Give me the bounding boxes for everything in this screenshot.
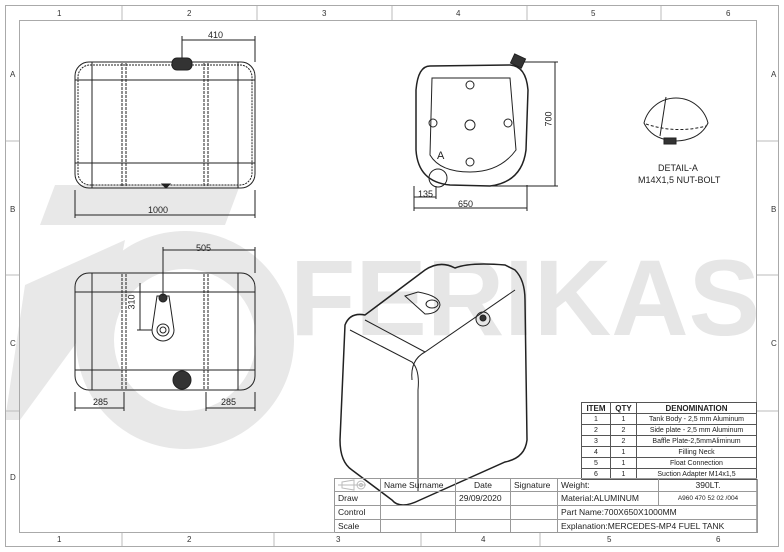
dim-neck-offset: 410 (208, 30, 224, 40)
dim-left-baffle: 285 (93, 397, 109, 407)
grid-col-6-bottom: 6 (716, 535, 721, 544)
grid-row-d-left: D (10, 473, 16, 482)
grid-col-5-bottom: 5 (607, 535, 612, 544)
header-date: Date (456, 479, 511, 492)
dim-right-baffle: 285 (221, 397, 237, 407)
grid-col-4-bottom: 4 (481, 535, 486, 544)
scale-signature (511, 520, 558, 533)
side-view (413, 53, 558, 211)
row-label-control: Control (335, 506, 381, 520)
grid-col-1-top: 1 (57, 9, 62, 18)
isometric-view (339, 263, 528, 506)
detail-marker: A (437, 150, 445, 162)
row-label-scale: Scale (335, 520, 381, 533)
part-name: Part Name:700X650X1000MM (558, 506, 758, 520)
detail-subtitle: M14X1,5 NUT-BOLT (638, 175, 721, 185)
title-block: Name Surname Date Signature Weight: 390L… (334, 478, 758, 533)
part-code: A960 470 52 02 /004 (659, 492, 758, 506)
grid-col-3-top: 3 (322, 9, 327, 18)
control-date (456, 506, 511, 520)
grid-col-4-top: 4 (456, 9, 461, 18)
scale-name (381, 520, 456, 533)
grid-col-1-bottom: 1 (57, 535, 62, 544)
material: Material:ALUMINUM (558, 492, 659, 506)
control-name (381, 506, 456, 520)
weight-label: Weight: (558, 479, 659, 492)
bom-header-denomination: DENOMINATION (636, 402, 757, 414)
detail-title: DETAIL-A (658, 163, 698, 173)
dim-outlet-height: 310 (126, 294, 137, 310)
control-signature (511, 506, 558, 520)
scale-date (456, 520, 511, 533)
dim-tank-width: 650 (458, 199, 474, 209)
grid-col-2-bottom: 2 (187, 535, 192, 544)
grid-col-5-top: 5 (591, 9, 596, 18)
capacity-value: 390LT. (659, 479, 758, 492)
projection-symbol-icon (335, 479, 381, 492)
grid-row-a-right: A (771, 70, 777, 79)
detail-a-view (643, 96, 709, 145)
dim-outlet-offset: 505 (196, 243, 212, 253)
grid-row-b-left: B (10, 205, 16, 214)
dim-tank-length: 1000 (148, 205, 169, 215)
bom-header-item: ITEM (581, 402, 611, 414)
draw-date: 29/09/2020 (456, 492, 511, 506)
grid-row-c-left: C (10, 339, 16, 348)
dim-detail-offset: 135 (418, 189, 434, 199)
header-name-surname: Name Surname (381, 479, 456, 492)
draw-name (381, 492, 456, 506)
draw-signature (511, 492, 558, 506)
bottom-view (74, 247, 256, 411)
grid-col-3-bottom: 3 (336, 535, 341, 544)
header-signature: Signature (511, 479, 558, 492)
grid-col-2-top: 2 (187, 9, 192, 18)
front-view (74, 36, 256, 218)
grid-row-a-left: A (10, 70, 16, 79)
grid-row-b-right: B (771, 205, 777, 214)
grid-col-6-top: 6 (726, 9, 731, 18)
row-label-draw: Draw (335, 492, 381, 506)
explanation: Explanation:MERCEDES-MP4 FUEL TANK (558, 520, 758, 533)
dim-tank-height: 700 (543, 111, 554, 127)
bom-header-qty: QTY (610, 402, 637, 414)
grid-row-c-right: C (771, 339, 777, 348)
